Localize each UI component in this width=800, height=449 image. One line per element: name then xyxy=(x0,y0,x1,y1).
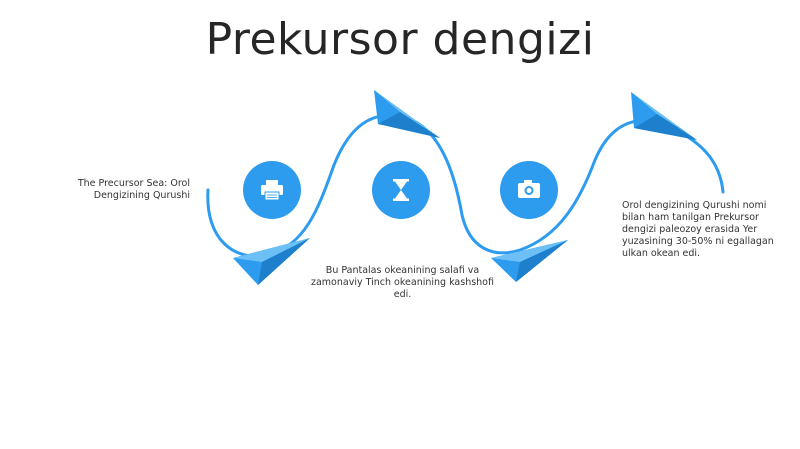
step-label-2: Bu Pantalas okeanining salafi va zamonav… xyxy=(311,265,494,300)
paper-plane-3 xyxy=(491,240,568,282)
circle-node-1 xyxy=(243,161,301,219)
paper-plane-4 xyxy=(631,92,697,140)
printer-icon xyxy=(261,180,283,201)
circle-node-3 xyxy=(500,161,558,219)
camera-icon xyxy=(518,180,540,198)
paper-plane-2 xyxy=(374,90,440,138)
paper-plane-1 xyxy=(233,238,310,285)
step-label-1: The Precursor Sea: Orol Dengizining Quru… xyxy=(77,178,190,201)
page-title: Prekursor dengizi xyxy=(205,14,595,65)
step-label-3: Orol dengizining Qurushi nomi bilan ham … xyxy=(622,200,774,259)
circle-node-2 xyxy=(372,161,430,219)
hourglass-icon xyxy=(393,179,409,201)
